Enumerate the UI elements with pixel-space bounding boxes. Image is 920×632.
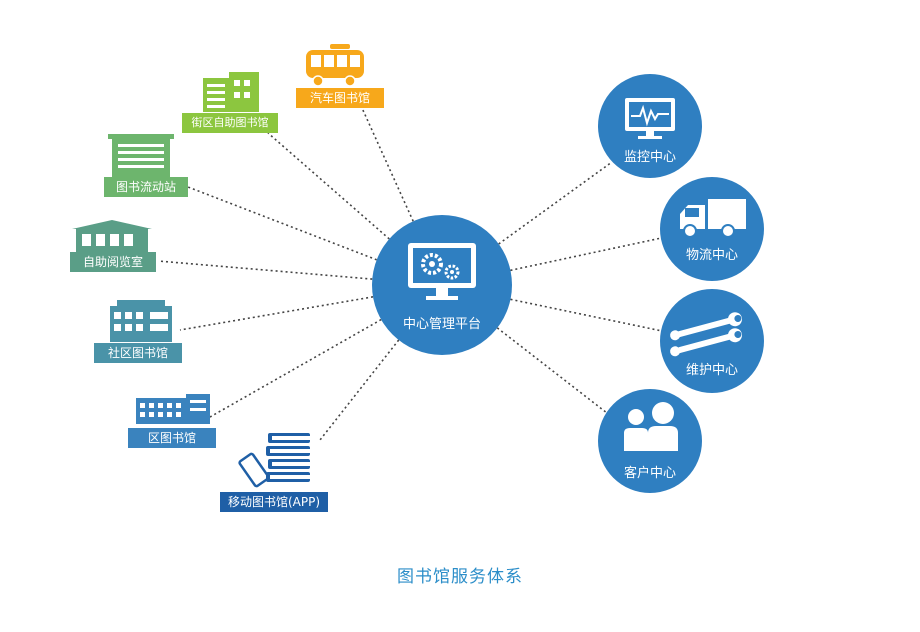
mobile-library-label[interactable]: 移动图书馆(APP) (220, 492, 328, 512)
connector-line-logistics (441, 236, 667, 286)
monitor-center-node[interactable] (598, 74, 702, 178)
connector-line-community (179, 284, 443, 331)
customer-center-label: 客户中心 (623, 466, 677, 481)
central-hub[interactable] (372, 215, 512, 355)
truck-icon (680, 199, 746, 238)
central-hub-label: 中心管理平台 (402, 317, 482, 332)
district-building-icon (136, 394, 210, 424)
bus-icon (306, 44, 364, 87)
station-label[interactable]: 图书流动站 (104, 177, 188, 197)
street-library-label[interactable]: 街区自助图书馆 (182, 113, 278, 133)
connector-line-street (267, 132, 443, 286)
monitor-center-label: 监控中心 (623, 150, 677, 165)
reading-room-building-icon (72, 220, 152, 254)
diagram-caption: 图书馆服务体系 (397, 567, 523, 587)
bus-library-label[interactable]: 汽车图书馆 (296, 88, 384, 108)
district-library-label[interactable]: 区图书馆 (128, 428, 216, 448)
maintenance-center-label: 维护中心 (685, 363, 739, 378)
monitor-gears-icon (408, 243, 476, 300)
people-icon (624, 402, 678, 451)
community-library-label[interactable]: 社区图书馆 (94, 343, 182, 363)
maintenance-center-node[interactable] (660, 289, 764, 393)
reading-room-label[interactable]: 自助阅览室 (70, 252, 156, 272)
customer-center-node[interactable] (598, 389, 702, 493)
monitor-pulse-icon (625, 98, 675, 139)
community-building-icon (110, 300, 172, 342)
logistics-center-label: 物流中心 (685, 248, 739, 263)
connector-line-bus (361, 107, 443, 286)
station-building-icon (108, 134, 174, 178)
logistics-center-node[interactable] (660, 177, 764, 281)
books-phone-icon (238, 433, 310, 488)
street-building-icon (203, 72, 259, 112)
wrench-icon (670, 312, 742, 357)
